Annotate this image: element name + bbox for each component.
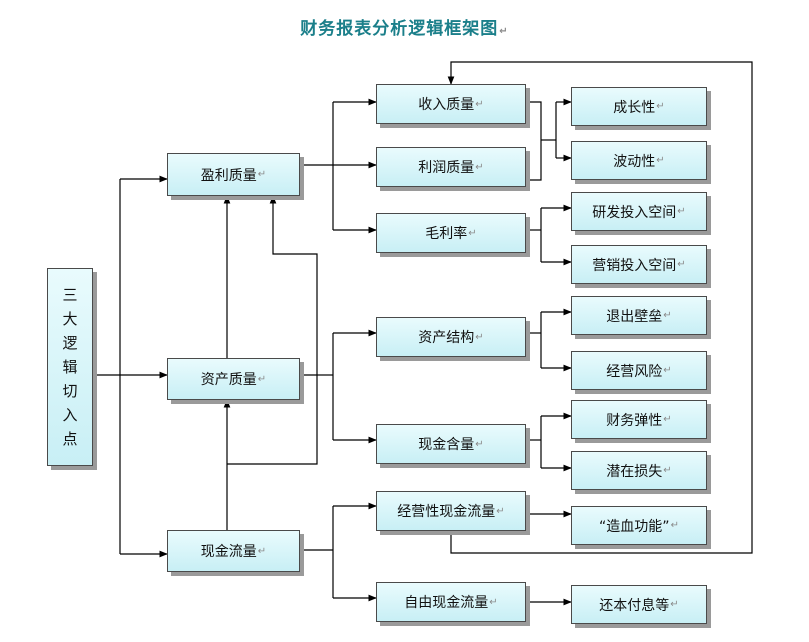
edge-asset-feedback-profit xyxy=(269,195,318,376)
financial-flexibility-label: 财务弹性 xyxy=(606,412,663,429)
operating-risk-box: 经营风险↵ xyxy=(571,351,707,390)
root-char: 点 xyxy=(62,430,78,448)
diagram-title-text: 财务报表分析逻辑框架图 xyxy=(300,19,499,39)
paragraph-mark-icon: ↵ xyxy=(663,365,672,376)
edge-feedback-loop xyxy=(447,61,753,554)
earnings-quality-label: 利润质量 xyxy=(418,160,475,176)
diagram-title: 财务报表分析逻辑框架图↵ xyxy=(0,14,809,39)
rd-space-box: 研发投入空间↵ xyxy=(571,192,707,231)
operating-risk-label: 经营风险 xyxy=(606,363,663,380)
blood-making-label: “造血功能” xyxy=(599,518,670,535)
asset-structure-label: 资产结构 xyxy=(418,330,475,346)
marketing-space-box: 营销投入空间↵ xyxy=(571,245,707,284)
cash-content-label: 现金含量 xyxy=(418,437,475,453)
paragraph-mark-icon: ↵ xyxy=(670,520,679,531)
asset-quality-box: 资产质量↵ xyxy=(167,358,300,400)
potential-loss-label: 潜在损失 xyxy=(606,463,663,480)
growth-box: 成长性↵ xyxy=(571,87,707,126)
profit-quality-box: 盈利质量↵ xyxy=(167,153,300,196)
exit-barrier-box: 退出壁垒↵ xyxy=(571,296,707,335)
paragraph-mark-icon: ↵ xyxy=(663,414,672,425)
root-char: 切 xyxy=(62,382,78,400)
root-box: 三 大 逻 辑 切 入 点 xyxy=(47,268,93,466)
cash-flow-box: 现金流量↵ xyxy=(167,530,300,572)
debt-repayment-box: 还本付息等↵ xyxy=(571,585,707,624)
paragraph-mark-icon: ↵ xyxy=(670,599,679,610)
root-char: 大 xyxy=(62,310,78,328)
paragraph-mark-icon: ↵ xyxy=(656,101,665,112)
paragraph-mark-icon: ↵ xyxy=(499,26,509,37)
paragraph-mark-icon: ↵ xyxy=(257,373,267,385)
asset-structure-box: 资产结构↵ xyxy=(376,317,526,357)
volatility-label: 波动性 xyxy=(613,153,656,170)
exit-barrier-label: 退出壁垒 xyxy=(606,308,663,325)
earnings-quality-box: 利润质量↵ xyxy=(376,147,526,187)
paragraph-mark-icon: ↵ xyxy=(468,227,477,239)
blood-making-box: “造血功能”↵ xyxy=(571,506,707,545)
paragraph-mark-icon: ↵ xyxy=(496,505,505,517)
edge-cash-feedback-asset xyxy=(227,375,318,465)
profit-quality-label: 盈利质量 xyxy=(200,167,257,184)
paragraph-mark-icon: ↵ xyxy=(475,161,484,173)
marketing-space-label: 营销投入空间 xyxy=(592,257,677,274)
paragraph-mark-icon: ↵ xyxy=(257,169,267,180)
free-cash-flow-box: 自由现金流量↵ xyxy=(376,582,526,622)
root-char: 三 xyxy=(62,286,78,304)
paragraph-mark-icon: ↵ xyxy=(475,98,484,110)
debt-repayment-label: 还本付息等 xyxy=(599,597,670,614)
asset-quality-label: 资产质量 xyxy=(200,372,257,388)
free-cash-flow-label: 自由现金流量 xyxy=(404,595,489,611)
volatility-box: 波动性↵ xyxy=(571,141,707,180)
gross-margin-label: 毛利率 xyxy=(425,226,468,242)
financial-flexibility-box: 财务弹性↵ xyxy=(571,400,707,439)
cash-flow-label: 现金流量 xyxy=(200,544,257,560)
potential-loss-box: 潜在损失↵ xyxy=(571,451,707,490)
paragraph-mark-icon: ↵ xyxy=(475,438,484,450)
operating-cash-flow-box: 经营性现金流量↵ xyxy=(376,491,526,531)
paragraph-mark-icon: ↵ xyxy=(677,206,686,217)
root-char: 逻 xyxy=(62,334,78,352)
growth-label: 成长性 xyxy=(613,99,656,116)
paragraph-mark-icon: ↵ xyxy=(656,155,665,166)
paragraph-mark-icon: ↵ xyxy=(489,596,498,608)
gross-margin-box: 毛利率↵ xyxy=(376,213,526,253)
paragraph-mark-icon: ↵ xyxy=(663,465,672,476)
operating-cash-flow-label: 经营性现金流量 xyxy=(397,504,496,520)
revenue-quality-label: 收入质量 xyxy=(418,97,475,113)
root-char: 入 xyxy=(62,406,78,424)
root-char: 辑 xyxy=(62,358,78,376)
rd-space-label: 研发投入空间 xyxy=(592,204,677,221)
paragraph-mark-icon: ↵ xyxy=(663,310,672,321)
paragraph-mark-icon: ↵ xyxy=(475,331,484,343)
revenue-quality-box: 收入质量↵ xyxy=(376,84,526,124)
paragraph-mark-icon: ↵ xyxy=(257,545,267,557)
edge-revenue-out xyxy=(526,101,542,181)
cash-content-box: 现金含量↵ xyxy=(376,424,526,464)
paragraph-mark-icon: ↵ xyxy=(677,259,686,270)
